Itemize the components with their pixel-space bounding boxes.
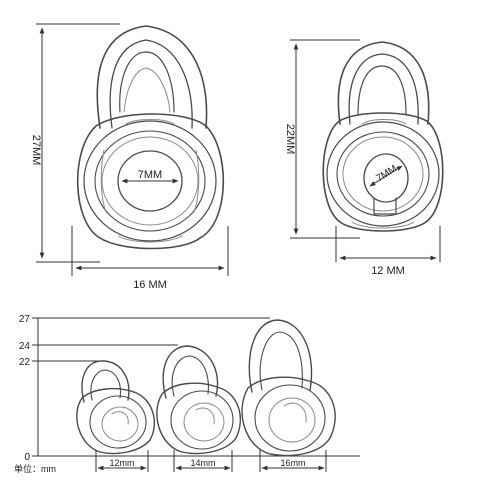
medium-tip-bore-label: 7MM: [374, 163, 399, 184]
medium-tip-height-label: 22MM: [284, 124, 296, 155]
tip-12mm-width-dimension: [95, 450, 149, 472]
large-tip-height-dimension: [36, 23, 120, 263]
large-tip-width-label: 16 MM: [133, 279, 167, 291]
size-scale: [32, 317, 360, 457]
medium-tip-width-dimension: [335, 226, 441, 262]
medium-small-ear-tip-drawing: [156, 345, 241, 455]
tip-16mm-width-dimension: [259, 450, 327, 472]
scale-tick-22: 22: [19, 357, 31, 368]
large-tip-height-label: 27MM: [30, 135, 42, 166]
scale-tick-24: 24: [19, 341, 31, 352]
unit-label: 单位：mm: [14, 463, 56, 474]
scale-tick-27: 27: [19, 314, 31, 325]
medium-tip-width-label: 12 MM: [371, 265, 405, 277]
tip-12mm-width-label: 12mm: [109, 458, 134, 468]
scale-tick-0: 0: [24, 452, 30, 463]
large-ear-tip-drawing: [76, 25, 225, 250]
large-tip-width-dimension: [71, 226, 229, 276]
large-small-ear-tip-drawing: [241, 319, 336, 457]
medium-ear-tip-drawing: [322, 41, 444, 232]
large-tip-bore-label: 7MM: [138, 169, 162, 181]
medium-tip-height-dimension: [290, 39, 360, 239]
tip-14mm-width-label: 14mm: [190, 458, 215, 468]
tip-16mm-width-label: 16mm: [280, 458, 305, 468]
small-ear-tip-drawing: [76, 360, 155, 455]
medium-tip-bore-dimension: [369, 165, 403, 187]
tip-14mm-width-dimension: [173, 450, 233, 472]
